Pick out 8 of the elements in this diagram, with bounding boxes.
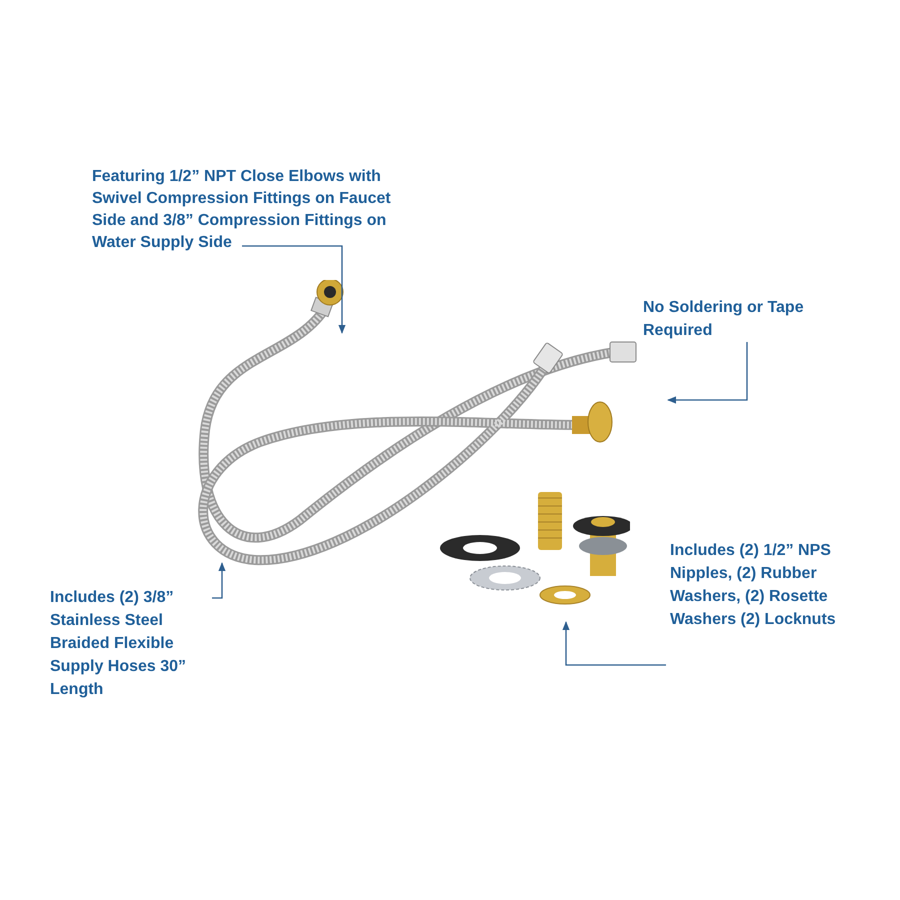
leader-line	[212, 562, 226, 599]
callout-text: Includes (2) 1/2” NPS Nipples, (2) Rubber Washers, (2) Rosette Washers (2) Locknuts	[670, 541, 836, 630]
leader-line	[242, 245, 346, 334]
callout-text: No Soldering or Tape Required	[643, 298, 805, 341]
callout-text: Includes (2) 3/8” Stainless Steel Braided Flexible Supply Hoses 30” Length	[50, 588, 188, 700]
callout-text: Featuring 1/2” NPT Close Elbows with Swivel Compression Fittings on Faucet Side and 3/8” Compression Fittings on Water Supply Side	[92, 167, 392, 253]
leader-line	[667, 342, 748, 404]
leader-line	[562, 621, 666, 666]
